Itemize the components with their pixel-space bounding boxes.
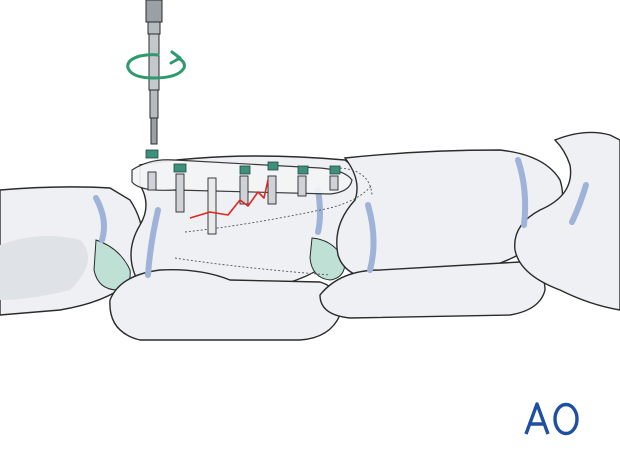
rotation-arrow-back xyxy=(126,54,186,80)
cartilage-band-3 xyxy=(315,187,323,235)
middle-phalanx-base xyxy=(319,261,546,319)
cartilage-band-4 xyxy=(365,202,377,273)
bone-plate xyxy=(131,149,353,235)
proximal-phalanx-head xyxy=(109,269,342,341)
screwdriver-handle xyxy=(145,0,163,23)
screw-head-1 xyxy=(145,149,159,159)
screw-head-3 xyxy=(239,165,251,175)
bone-chain xyxy=(0,131,620,341)
screwdriver-collar xyxy=(147,21,161,35)
screwdriver-tip xyxy=(150,117,158,145)
hidden-contour-1 xyxy=(184,184,373,233)
cartilage-band-5 xyxy=(515,157,529,228)
screw-head-4 xyxy=(267,161,279,171)
rotation-arrow-icon xyxy=(126,50,186,80)
screw-2 xyxy=(175,173,185,213)
ao-logo-icon xyxy=(524,402,579,436)
rotation-arrow-front xyxy=(138,53,160,58)
screw-7 xyxy=(329,175,339,191)
cartilage-band-1 xyxy=(93,195,107,243)
screwdriver-sleeve xyxy=(149,89,159,119)
screw-1 xyxy=(147,171,157,191)
screw-heads xyxy=(145,149,341,175)
screwdriver-icon xyxy=(145,0,163,145)
joint-cartilage-middle xyxy=(309,237,346,281)
rotation-arrow-head xyxy=(169,50,182,65)
screw-head-6 xyxy=(329,165,341,175)
screw-5 xyxy=(267,175,277,205)
hidden-contour-3 xyxy=(339,167,373,196)
screw-4 xyxy=(239,175,249,205)
plate-screws xyxy=(147,171,339,235)
ao-logo-o xyxy=(553,402,579,436)
ao-logo-a xyxy=(524,402,550,435)
screwdriver-shaft xyxy=(148,33,160,91)
distal-phalanx xyxy=(514,131,620,311)
screw-3 xyxy=(207,177,217,235)
fracture-line xyxy=(189,179,269,219)
screw-head-2 xyxy=(173,163,187,173)
screw-6 xyxy=(297,175,307,197)
screw-head-5 xyxy=(297,165,309,175)
cartilage-band-2 xyxy=(145,207,161,278)
cartilage-band-6 xyxy=(569,182,589,225)
bone-shadow-left xyxy=(0,236,88,300)
